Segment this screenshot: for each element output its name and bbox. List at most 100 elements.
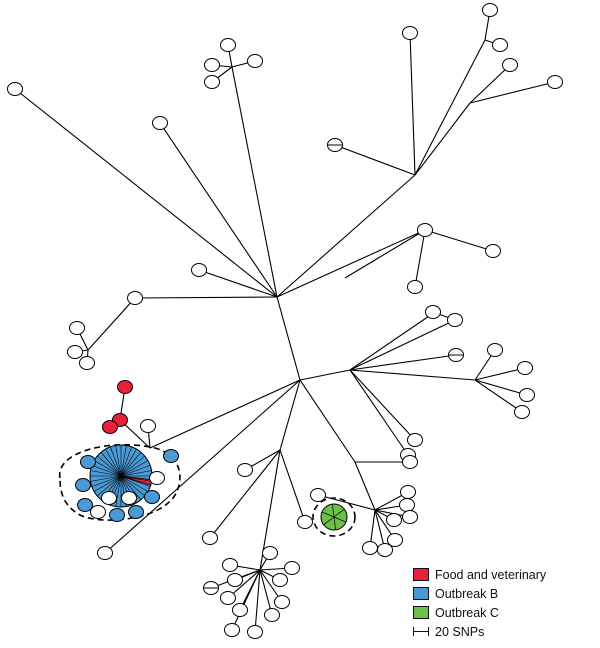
- legend-swatch-outbreak-c: [413, 606, 429, 619]
- isolate-node: [90, 505, 106, 519]
- tree-branch: [299, 369, 351, 381]
- tree-branch: [469, 64, 511, 104]
- legend-item-outbreak-b: Outbreak B: [413, 584, 593, 603]
- isolate-node: [101, 491, 117, 505]
- tree-branch: [334, 144, 416, 176]
- isolate-node: [67, 345, 83, 359]
- tree-branch: [231, 569, 261, 631]
- legend-swatch-food-and-veterinary: [413, 568, 429, 581]
- outbreak-b-node: [75, 478, 91, 492]
- pie-divider: [120, 455, 145, 477]
- isolate-node: [402, 455, 418, 469]
- isolate-node: [399, 498, 415, 512]
- isolate-node: [386, 513, 402, 527]
- pie-divider: [120, 445, 127, 477]
- pie-divider: [120, 465, 151, 477]
- tree-branch: [469, 81, 556, 104]
- pie-divider: [91, 465, 122, 477]
- tree-branch: [159, 122, 278, 298]
- pie-divider: [100, 452, 122, 477]
- pie-divider: [321, 511, 335, 518]
- isolate-node: [220, 38, 236, 52]
- tree-branch: [349, 319, 456, 371]
- isolate-node: [387, 533, 403, 547]
- isolate-node: [400, 485, 416, 499]
- isolate-node: [274, 595, 290, 609]
- tree-branch: [276, 174, 416, 298]
- tree-branch: [349, 369, 409, 456]
- isolate-node: [425, 305, 441, 319]
- isolate-node: [191, 263, 207, 277]
- pie-divider: [120, 470, 152, 477]
- tree-branch: [349, 369, 416, 441]
- pie-divider: [120, 475, 152, 482]
- food-and-veterinary-node: [117, 380, 133, 394]
- isolate-node: [487, 343, 503, 357]
- tree-branch: [354, 461, 376, 511]
- isolate-node: [237, 463, 253, 477]
- legend: Food and veterinary Outbreak B Outbreak …: [413, 565, 593, 641]
- tree-branch: [349, 311, 436, 371]
- legend-label-outbreak-c: Outbreak C: [435, 605, 499, 620]
- isolate-node: [264, 608, 280, 622]
- pie-divider: [333, 516, 336, 530]
- tree-branch: [276, 296, 301, 381]
- pie-divider: [323, 516, 335, 526]
- tree-branch: [134, 296, 278, 299]
- tree-branch: [279, 379, 301, 451]
- pie-divider: [120, 449, 137, 477]
- food-and-veterinary-node: [102, 420, 118, 434]
- tree-edges: [14, 9, 556, 633]
- legend-swatch-outbreak-b: [413, 587, 429, 600]
- outbreak-b-node: [109, 508, 125, 522]
- isolate-node: [402, 26, 418, 40]
- legend-item-food-and-veterinary: Food and veterinary: [413, 565, 593, 584]
- tree-branch: [317, 494, 376, 511]
- outbreak-b-outline: [59, 444, 181, 521]
- isolate-node: [247, 54, 263, 68]
- pie-divider: [115, 445, 122, 477]
- pie-divider: [90, 475, 122, 482]
- isolate-node: [204, 58, 220, 72]
- pie-divider: [120, 452, 142, 477]
- tree-branch: [299, 379, 356, 463]
- isolate-node: [97, 546, 113, 560]
- pie-divider: [120, 460, 148, 477]
- isolate-node: [224, 623, 240, 637]
- outbreak-outlines: [59, 444, 356, 537]
- tree-branch: [231, 66, 278, 298]
- isolate-node: [262, 546, 278, 560]
- isolate-node: [127, 291, 143, 305]
- tree-branch: [276, 229, 426, 298]
- isolate-node: [152, 116, 168, 130]
- outbreak-b-node: [128, 505, 144, 519]
- pie-divider: [120, 475, 142, 500]
- tree-branch: [344, 229, 426, 279]
- tree-branch: [259, 569, 273, 616]
- isolate-node: [407, 280, 423, 294]
- tree-branch: [474, 379, 528, 396]
- pie-divider: [120, 446, 132, 477]
- legend-label-outbreak-b: Outbreak B: [435, 586, 499, 601]
- isolate-node: [519, 388, 535, 402]
- outbreak-c-outline: [312, 497, 356, 537]
- pie-divider: [94, 460, 122, 477]
- isolate-node: [140, 419, 156, 433]
- tree-branch: [209, 449, 281, 539]
- isolate-node: [407, 433, 423, 447]
- tree-branch: [254, 569, 261, 633]
- isolate-node: [222, 558, 238, 572]
- isolate-node: [284, 561, 300, 575]
- tree-branch: [104, 379, 301, 554]
- outbreak-b-node: [77, 498, 93, 512]
- legend-label-food-and-veterinary: Food and veterinary: [435, 567, 547, 582]
- isolate-node: [297, 515, 313, 529]
- tree-branch: [149, 379, 301, 449]
- isolate-node: [482, 3, 498, 17]
- isolate-node: [204, 75, 220, 89]
- tree-nodes: [7, 3, 563, 639]
- isolate-node: [247, 625, 263, 639]
- tree-branch: [474, 367, 526, 381]
- legend-scale: 20 SNPs: [413, 622, 593, 641]
